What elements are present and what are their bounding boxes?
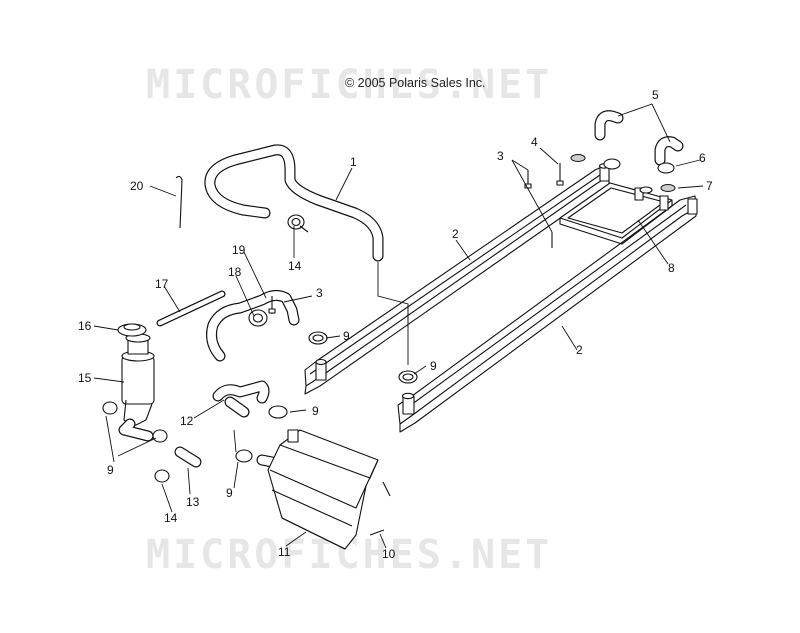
callout-15: 15 — [78, 371, 92, 385]
hose-clamp-upper — [287, 214, 309, 233]
coolant-hose-upper — [204, 144, 384, 262]
hose-clamp-rail-lower — [398, 370, 418, 384]
callout-5: 5 — [652, 88, 659, 102]
callout-14-lower: 14 — [164, 511, 178, 525]
clamp-washer-set — [570, 154, 676, 194]
cooler-plate — [559, 182, 673, 245]
dipstick-rod — [175, 175, 183, 229]
callout-9-e: 9 — [226, 486, 233, 500]
leader-lines — [93, 103, 704, 549]
reservoir-cap — [117, 323, 147, 337]
fasteners-10 — [369, 481, 391, 536]
callout-11: 11 — [278, 545, 291, 559]
callout-14-upper: 14 — [288, 259, 302, 273]
heat-exchanger-rail-upper — [304, 163, 610, 395]
callout-9-d: 9 — [107, 463, 114, 477]
callout-9-b: 9 — [430, 359, 437, 373]
callout-3-right: 3 — [497, 149, 504, 163]
screw-left — [268, 296, 276, 314]
callout-4: 4 — [531, 135, 538, 149]
watermark-top: MICROFICHES.NET — [146, 62, 553, 108]
coolant-hose-bend — [206, 289, 300, 362]
heat-exchanger-box — [267, 429, 379, 550]
callout-13: 13 — [186, 495, 200, 509]
callout-16: 16 — [78, 319, 92, 333]
mounting-bolts — [524, 163, 564, 248]
callout-12: 12 — [180, 414, 194, 428]
copyright-notice: © 2005 Polaris Sales Inc. — [345, 76, 486, 90]
elbow-hose-b — [654, 136, 684, 166]
clamps-reservoir — [102, 401, 168, 443]
callout-9-a: 9 — [343, 329, 350, 343]
hose-clamp-rail — [308, 331, 328, 345]
heat-exchanger-rail-lower — [397, 195, 698, 433]
callout-2-upper: 2 — [452, 227, 459, 241]
coolant-reservoir — [118, 333, 155, 442]
short-hose-13 — [154, 446, 202, 483]
callout-1: 1 — [350, 155, 357, 169]
callout-17: 17 — [155, 277, 169, 291]
callout-10: 10 — [382, 547, 396, 561]
callout-19: 19 — [232, 243, 246, 257]
elbow-hose-12 — [212, 380, 270, 418]
tube-straight — [156, 290, 226, 327]
hose-clamp-18 — [248, 309, 268, 327]
callout-8: 8 — [668, 261, 675, 275]
elbow-hose-a — [594, 110, 624, 141]
callout-labels: 1 2 2 3 3 4 5 6 7 8 9 9 9 9 9 10 11 12 1… — [78, 88, 713, 561]
callout-7: 7 — [706, 179, 713, 193]
callout-18: 18 — [228, 265, 242, 279]
clamps-12 — [235, 405, 288, 468]
callout-6: 6 — [699, 151, 706, 165]
callout-20: 20 — [130, 179, 144, 193]
callout-9-c: 9 — [312, 404, 319, 418]
callout-3-left: 3 — [316, 286, 323, 300]
callout-2-lower: 2 — [576, 343, 583, 357]
